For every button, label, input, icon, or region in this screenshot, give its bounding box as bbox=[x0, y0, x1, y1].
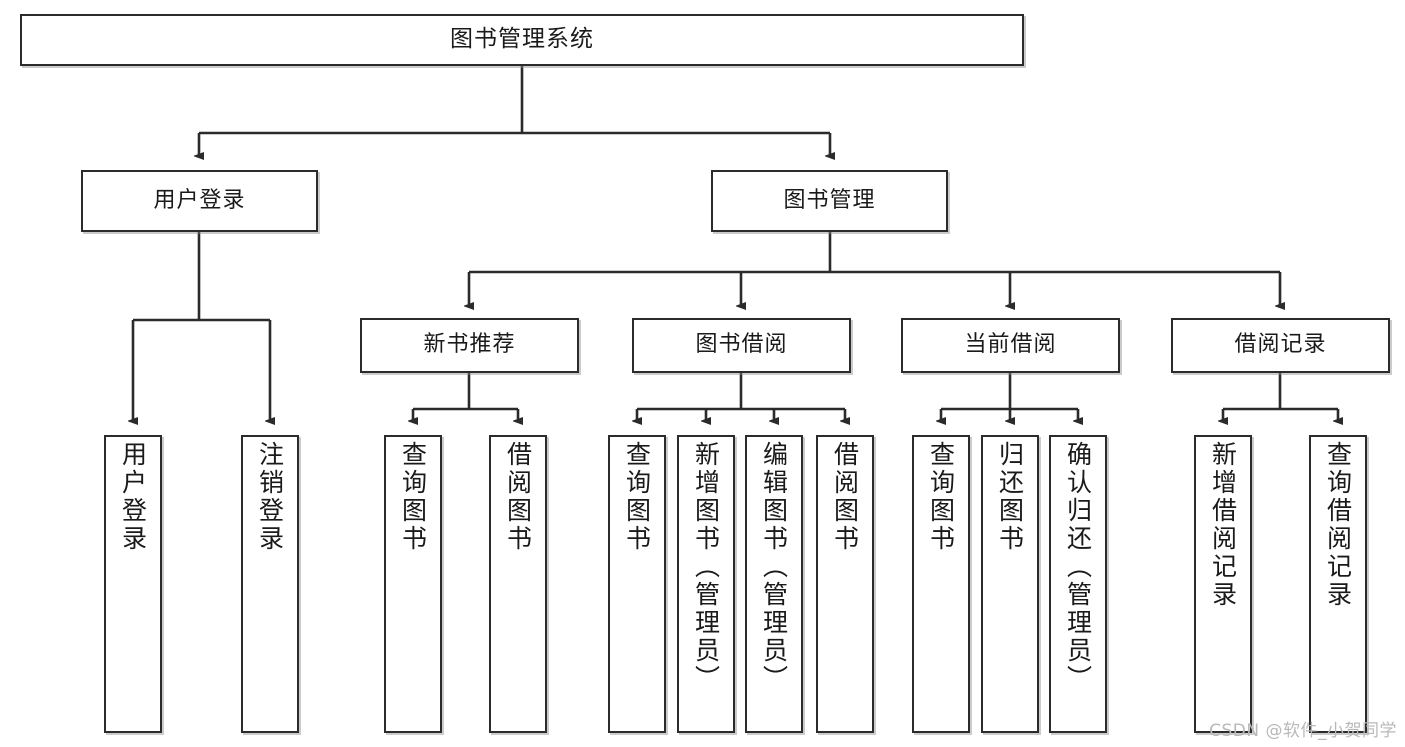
node-borrow-record[interactable]: 借阅记录 bbox=[1171, 318, 1390, 373]
node-leaf-logout[interactable]: 注销登录 bbox=[241, 435, 299, 733]
node-leaf-query-book-1[interactable]: 查询图书 bbox=[384, 435, 442, 733]
node-user-login-label: 用户登录 bbox=[153, 187, 246, 213]
node-leaf-query-book-2-label: 查询图书 bbox=[622, 441, 652, 553]
node-leaf-logout-label: 注销登录 bbox=[255, 441, 285, 553]
node-leaf-add-record[interactable]: 新增借阅记录 bbox=[1194, 435, 1252, 733]
node-leaf-add-book[interactable]: 新增图书（管理员） bbox=[677, 435, 735, 733]
node-leaf-add-record-label: 新增借阅记录 bbox=[1208, 441, 1238, 609]
node-user-login[interactable]: 用户登录 bbox=[81, 170, 318, 232]
node-leaf-query-record[interactable]: 查询借阅记录 bbox=[1309, 435, 1367, 733]
node-leaf-return-book[interactable]: 归还图书 bbox=[981, 435, 1039, 733]
node-leaf-add-book-label: 新增图书（管理员） bbox=[691, 441, 721, 693]
node-root[interactable]: 图书管理系统 bbox=[20, 14, 1024, 66]
node-borrow-record-label: 借阅记录 bbox=[1234, 332, 1327, 358]
node-leaf-query-book-1-label: 查询图书 bbox=[398, 441, 428, 553]
node-leaf-query-book-3[interactable]: 查询图书 bbox=[912, 435, 970, 733]
node-leaf-query-book-3-label: 查询图书 bbox=[926, 441, 956, 553]
node-current-borrow[interactable]: 当前借阅 bbox=[901, 318, 1120, 373]
node-leaf-borrow-book-2-label: 借阅图书 bbox=[830, 441, 860, 553]
node-leaf-query-record-label: 查询借阅记录 bbox=[1323, 441, 1353, 609]
node-leaf-borrow-book-1-label: 借阅图书 bbox=[503, 441, 533, 553]
node-leaf-query-book-2[interactable]: 查询图书 bbox=[608, 435, 666, 733]
node-book-manage[interactable]: 图书管理 bbox=[711, 170, 948, 232]
node-leaf-confirm-return[interactable]: 确认归还（管理员） bbox=[1049, 435, 1107, 733]
node-book-manage-label: 图书管理 bbox=[783, 187, 876, 213]
node-root-label: 图书管理系统 bbox=[450, 26, 594, 53]
node-new-book-recommend[interactable]: 新书推荐 bbox=[360, 318, 579, 373]
node-leaf-user-login-label: 用户登录 bbox=[118, 441, 148, 553]
node-leaf-edit-book[interactable]: 编辑图书（管理员） bbox=[745, 435, 803, 733]
node-book-borrow[interactable]: 图书借阅 bbox=[632, 318, 851, 373]
node-leaf-borrow-book-2[interactable]: 借阅图书 bbox=[816, 435, 874, 733]
node-leaf-edit-book-label: 编辑图书（管理员） bbox=[759, 441, 789, 693]
node-leaf-borrow-book-1[interactable]: 借阅图书 bbox=[489, 435, 547, 733]
node-new-book-recommend-label: 新书推荐 bbox=[423, 332, 516, 358]
node-current-borrow-label: 当前借阅 bbox=[964, 332, 1057, 358]
watermark: CSDN @软件_小贺同学 bbox=[1209, 721, 1397, 741]
node-leaf-confirm-return-label: 确认归还（管理员） bbox=[1063, 441, 1093, 693]
node-leaf-return-book-label: 归还图书 bbox=[995, 441, 1025, 553]
node-leaf-user-login[interactable]: 用户登录 bbox=[104, 435, 162, 733]
node-book-borrow-label: 图书借阅 bbox=[695, 332, 788, 358]
